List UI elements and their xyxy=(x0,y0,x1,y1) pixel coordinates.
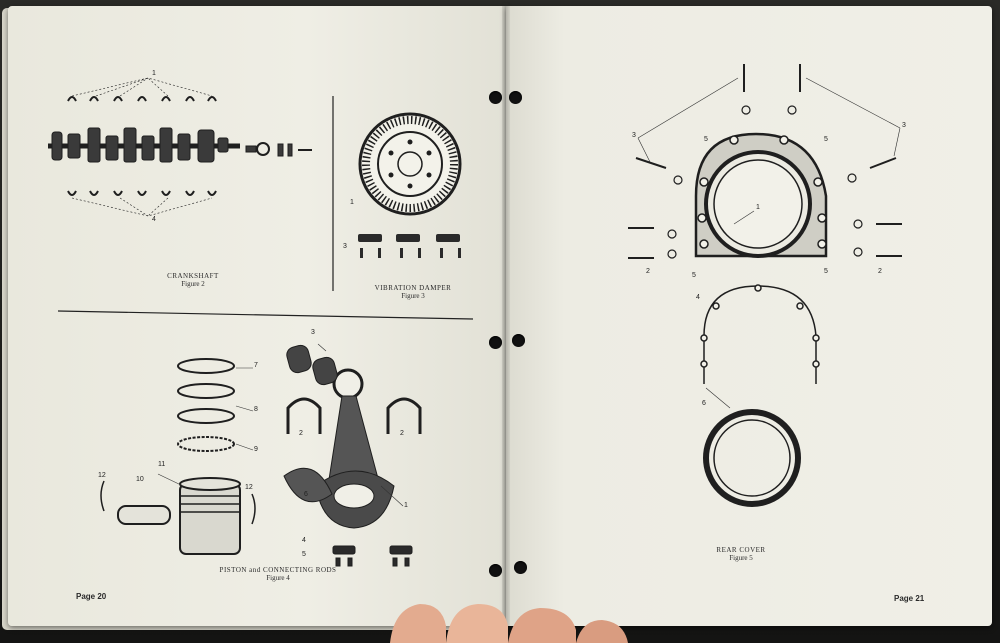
callout-5-bottom-right: 5 xyxy=(824,268,828,275)
callout-5-top-right: 5 xyxy=(824,136,828,143)
left-page: 1 4 1 3 7 8 9 10 11 12 12 3 2 2 6 1 4 5 … xyxy=(8,6,506,626)
hand-fingers xyxy=(390,604,628,643)
callout-1-rod: 1 xyxy=(404,502,408,509)
binder-hole xyxy=(489,91,502,104)
callout-5-rod: 5 xyxy=(302,551,306,558)
piston-figure: Figure 4 xyxy=(266,574,290,583)
callout-5-bottom-left: 5 xyxy=(692,272,696,279)
left-page-number: Page 20 xyxy=(76,592,107,601)
callout-2-right: 2 xyxy=(400,430,404,437)
callout-11: 11 xyxy=(158,461,166,468)
rear-cover-screws xyxy=(628,64,902,259)
callout-3-right: 3 xyxy=(902,122,906,129)
left-page-illustrations xyxy=(48,77,474,567)
callout-7: 7 xyxy=(254,362,258,369)
piston-drawing xyxy=(100,477,256,555)
rear-cover-drawing xyxy=(694,132,828,258)
callout-12-right: 12 xyxy=(245,484,253,491)
callout-10: 10 xyxy=(136,476,144,483)
crankshaft-figure: Figure 2 xyxy=(181,280,205,289)
binder-hole xyxy=(514,561,527,574)
callout-1-crank: 1 xyxy=(152,70,156,77)
binder-hole xyxy=(489,564,502,577)
piston-caption: PISTON and CONNECTING RODS Figure 4 xyxy=(198,566,358,582)
callout-5-top-left: 5 xyxy=(704,136,708,143)
crankshaft-caption: CRANKSHAFT Figure 2 xyxy=(138,272,248,288)
rear-oil-seal xyxy=(703,409,801,507)
callout-1: 1 xyxy=(756,204,760,211)
right-callout-leaders xyxy=(637,77,901,409)
callout-3-damper: 3 xyxy=(343,243,347,250)
vibration-damper-caption: VIBRATION DAMPER Figure 3 xyxy=(353,284,473,300)
book-gutter xyxy=(502,6,510,626)
right-page-illustrations xyxy=(628,64,902,507)
callout-6: 6 xyxy=(702,400,706,407)
callout-12-left: 12 xyxy=(98,472,106,479)
callout-3-bearing: 3 xyxy=(311,329,315,336)
callout-2-left: 2 xyxy=(299,430,303,437)
rear-cover-title: REAR COVER xyxy=(716,546,766,554)
rear-cover-caption: REAR COVER Figure 5 xyxy=(696,546,786,562)
vibration-damper-drawing xyxy=(358,112,462,258)
callout-1-damper: 1 xyxy=(350,199,354,206)
crankshaft-title: CRANKSHAFT xyxy=(167,272,219,280)
callout-4-crank: 4 xyxy=(152,216,156,223)
binder-hole xyxy=(509,91,522,104)
binder-hole xyxy=(512,334,525,347)
callout-leader-lines xyxy=(157,343,404,507)
rear-cover-gasket xyxy=(700,284,820,384)
rear-cover-figure: Figure 5 xyxy=(729,554,753,563)
piston-rings-drawing xyxy=(177,358,235,452)
rear-cover-washers xyxy=(667,105,863,259)
vibration-damper-figure: Figure 3 xyxy=(401,292,425,301)
connecting-rod-drawing xyxy=(283,344,422,567)
callout-3-left: 3 xyxy=(632,132,636,139)
callout-2-right: 2 xyxy=(878,268,882,275)
vibration-damper-title: VIBRATION DAMPER xyxy=(374,284,452,292)
callout-9: 9 xyxy=(254,446,258,453)
callout-4-rod: 4 xyxy=(302,537,306,544)
callout-6: 6 xyxy=(304,491,308,498)
callout-8: 8 xyxy=(254,406,258,413)
right-page: 3 3 5 5 1 2 2 5 5 4 6 REAR COVER Figure … xyxy=(506,6,992,626)
callout-4: 4 xyxy=(696,294,700,301)
binder-hole xyxy=(489,336,502,349)
right-page-number: Page 21 xyxy=(894,594,925,603)
piston-title: PISTON and CONNECTING RODS xyxy=(219,566,337,574)
figure-divider-horizontal xyxy=(57,310,474,320)
crankshaft-drawing xyxy=(48,77,312,217)
callout-2-left: 2 xyxy=(646,268,650,275)
